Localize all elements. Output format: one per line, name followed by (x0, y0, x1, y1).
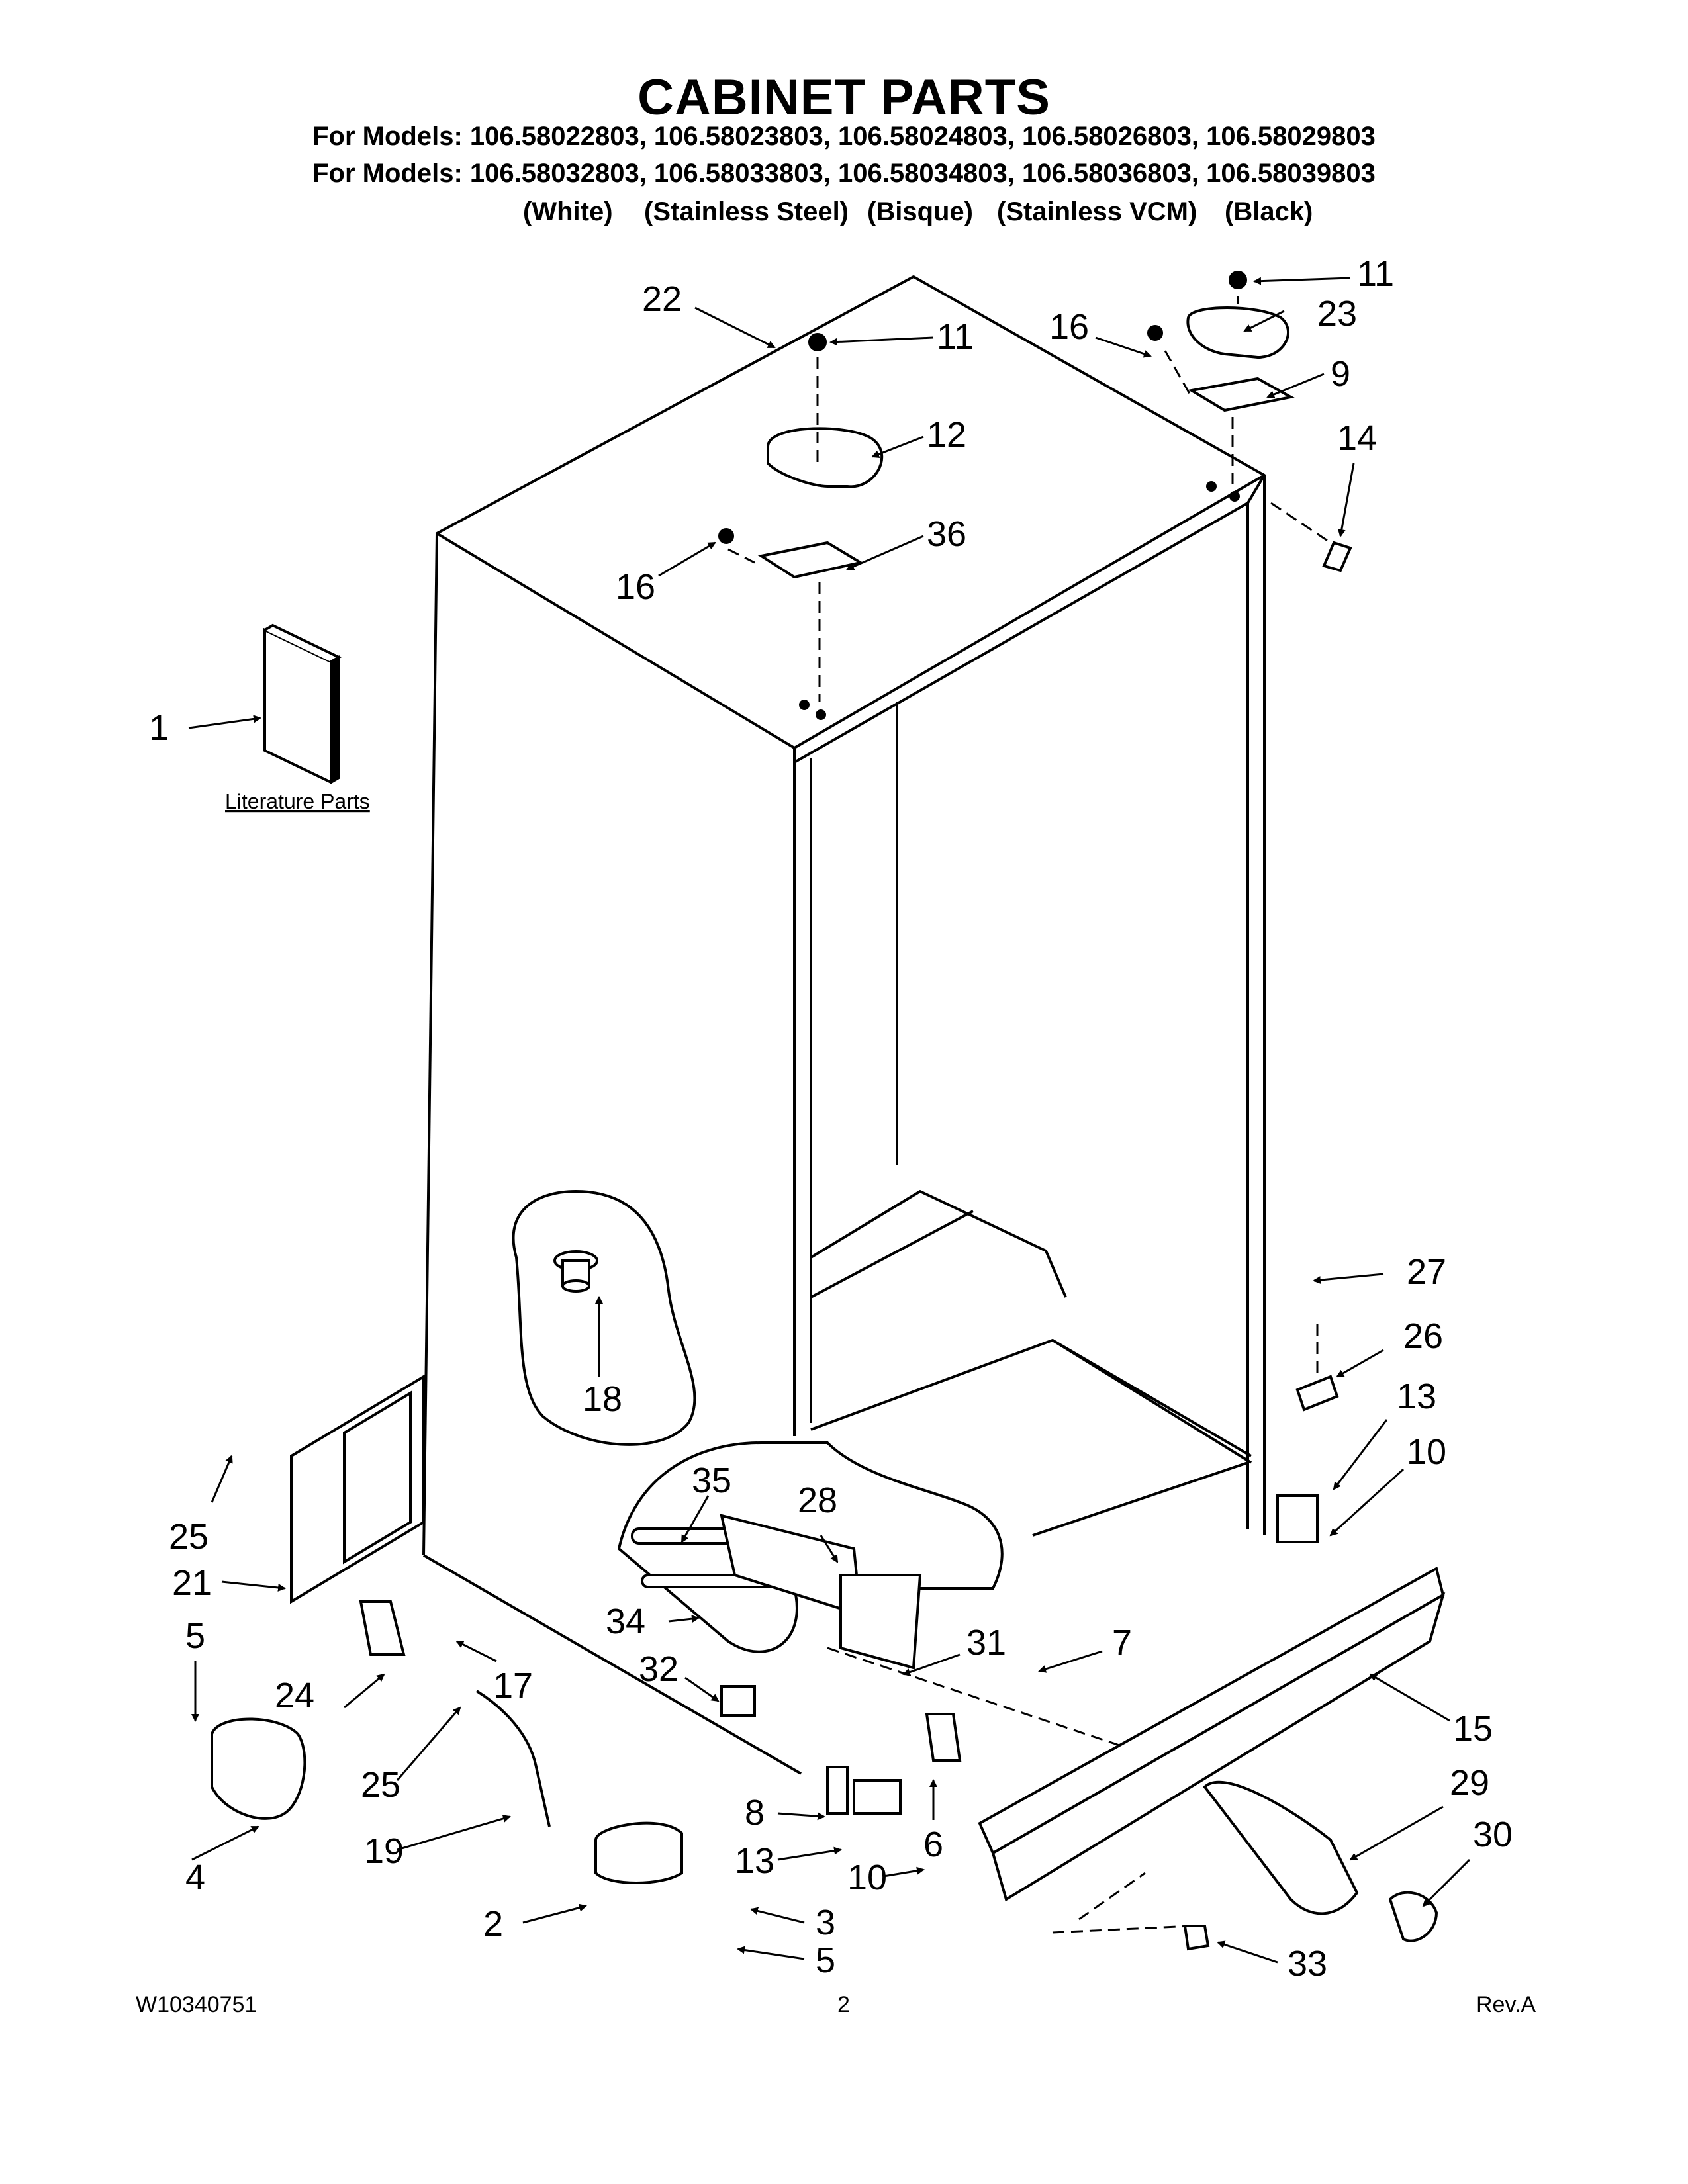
callout-25: 25 (169, 1517, 209, 1557)
page-title: CABINET PARTS (637, 69, 1051, 126)
callout-18: 18 (583, 1379, 622, 1419)
callout-11: 11 (1357, 254, 1394, 294)
back-panel (290, 1374, 425, 1604)
document-number: W10340751 (136, 1992, 258, 2017)
callout-2: 2 (483, 1904, 503, 1944)
callout-13: 13 (1397, 1377, 1436, 1416)
callout-labels: 22 11 11 23 16 9 14 12 36 16 1 27 26 13 … (149, 254, 1513, 1983)
callout-16: 16 (616, 567, 655, 607)
callout-22: 22 (642, 279, 682, 319)
callout-4: 4 (185, 1858, 205, 1897)
callout-34: 34 (606, 1602, 645, 1641)
page-number: 2 (837, 1992, 850, 2017)
finish-stainless-vcm: (Stainless VCM) (997, 197, 1197, 226)
lower-left-parts (211, 1600, 683, 1884)
callout-13: 13 (735, 1841, 774, 1881)
top-assembly-dashes (727, 296, 1331, 702)
callout-32: 32 (639, 1649, 679, 1689)
callout-10: 10 (1407, 1432, 1446, 1472)
callout-5: 5 (185, 1616, 205, 1656)
callout-21: 21 (172, 1563, 212, 1603)
callout-28: 28 (798, 1480, 837, 1520)
callout-8: 8 (745, 1793, 765, 1833)
water-valve-parts (631, 1514, 922, 1717)
callout-6: 6 (923, 1825, 943, 1864)
callout-33: 33 (1288, 1944, 1327, 1983)
callout-27: 27 (1407, 1252, 1446, 1292)
callout-1: 1 (149, 708, 169, 748)
callout-35: 35 (692, 1461, 731, 1500)
revision-label: Rev.A (1476, 1992, 1536, 2017)
grille-parts (826, 1375, 1446, 1951)
models-line-2: For Models: 106.58032803, 106.58033803, … (312, 159, 1376, 188)
callout-arrows (188, 277, 1471, 1964)
models-line-1: For Models: 106.58022803, 106.58023803, … (312, 122, 1376, 151)
callout-29: 29 (1450, 1763, 1489, 1803)
bottom-assembly-dashes (827, 1324, 1319, 1934)
callout-30: 30 (1473, 1815, 1513, 1854)
callout-24: 24 (275, 1676, 314, 1715)
callout-36: 36 (927, 514, 966, 554)
cabinet-outline (422, 275, 1266, 1775)
callout-26: 26 (1403, 1316, 1443, 1356)
top-hinge-parts (718, 271, 1352, 579)
callout-16: 16 (1049, 307, 1089, 347)
finish-white: (White) (523, 197, 613, 226)
leveler-icon (553, 1250, 598, 1293)
callout-19: 19 (364, 1831, 404, 1871)
callout-23: 23 (1317, 294, 1357, 334)
callout-10: 10 (847, 1858, 887, 1897)
callout-12: 12 (927, 415, 966, 455)
literature-book-icon (263, 623, 342, 785)
callout-25: 25 (361, 1765, 400, 1805)
callout-3: 3 (816, 1903, 835, 1942)
finish-bisque: (Bisque) (867, 197, 973, 226)
callout-15: 15 (1453, 1709, 1493, 1749)
callout-7: 7 (1112, 1623, 1132, 1662)
callout-11: 11 (937, 317, 974, 357)
finish-black: (Black) (1225, 197, 1313, 226)
callout-14: 14 (1337, 418, 1377, 458)
callout-17: 17 (493, 1666, 533, 1706)
literature-parts-label: Literature Parts (225, 790, 370, 813)
callout-31: 31 (966, 1623, 1006, 1662)
callout-9: 9 (1331, 354, 1350, 394)
finish-stainless-steel: (Stainless Steel) (644, 197, 849, 226)
top-holes (799, 481, 1240, 720)
callout-5: 5 (816, 1940, 835, 1980)
